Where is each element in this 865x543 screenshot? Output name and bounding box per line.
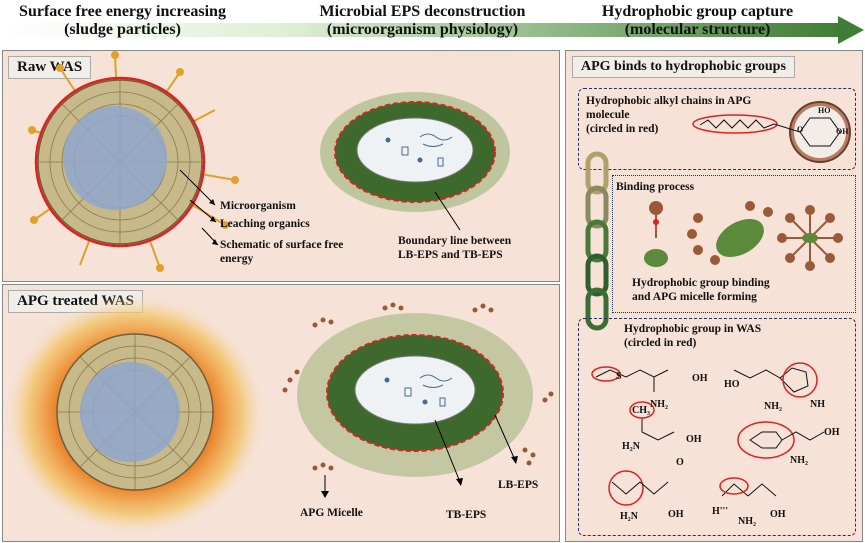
was-groups-box xyxy=(578,318,856,536)
chem-h2n-2: H₂N xyxy=(620,511,638,522)
alkyl-box-text: Hydrophobic alkyl chains in APG molecule… xyxy=(586,95,752,135)
molecule-oh: OH xyxy=(836,127,849,136)
label-microorganism: Microorganism xyxy=(220,200,296,212)
binding-title: Binding process xyxy=(616,181,695,193)
chem-ch3: CH₃ xyxy=(632,405,650,416)
apg-particle-diagram xyxy=(3,293,267,537)
raw-eps-cell xyxy=(320,92,510,231)
raw-was-title: Raw WAS xyxy=(8,56,92,79)
chem-ho-1: HO xyxy=(724,379,740,390)
label-leaching-organics: Leaching organics xyxy=(220,218,310,230)
apg-particle-core xyxy=(80,362,180,462)
molecule-o: O xyxy=(797,125,804,134)
alkyl-box xyxy=(578,88,856,170)
chem-oh-2: OH xyxy=(686,434,702,445)
apg-micelle-star xyxy=(777,205,843,271)
header-col3: Hydrophobic group capture(molecular stru… xyxy=(601,3,794,38)
chem-nh: NH xyxy=(810,399,825,410)
binding-cluster xyxy=(687,201,773,265)
particle-core xyxy=(63,106,167,210)
label-tb-eps: TB-EPS xyxy=(446,509,487,521)
chem-oh-1: OH xyxy=(692,373,708,384)
was-groups-title: Hydrophobic group in WAS(circled in red) xyxy=(624,323,762,349)
apg-molecule xyxy=(692,101,851,163)
label-lb-eps: LB-EPS xyxy=(498,479,539,491)
single-apg xyxy=(644,201,668,267)
chem-nh2-2: NH₂ xyxy=(764,401,782,412)
surface-energy-line xyxy=(34,76,206,248)
chem-oh-3: OH xyxy=(824,427,840,438)
header-col1: Surface free energy increasing(sludge pa… xyxy=(19,3,226,38)
chem-nh2-4: NH₂ xyxy=(738,516,756,527)
raw-particle-diagram xyxy=(28,51,239,272)
header-arrow xyxy=(0,16,864,44)
boundary-line xyxy=(334,101,496,203)
chem-nh2-1: NH₂ xyxy=(650,399,668,410)
label-apg-micelle: APG Micelle xyxy=(300,507,363,519)
chem-oh-5: OH xyxy=(770,509,786,520)
chem-oh-4: OH xyxy=(668,509,684,520)
apg-micelles xyxy=(282,302,554,471)
chain-icon xyxy=(585,151,609,331)
chem-h-prime: H''' xyxy=(712,506,729,517)
chem-s: S xyxy=(616,371,622,382)
chem-h2n-1: H₂N xyxy=(622,441,640,452)
chem-o-1: O xyxy=(676,457,684,468)
molecule-ho: HO xyxy=(818,106,831,115)
was-structures xyxy=(591,362,825,506)
header-col2: Microbial EPS deconstruction(microorgani… xyxy=(319,3,526,38)
apg-binding-title: APG binds to hydrophobic groups xyxy=(572,56,795,78)
binding-illustration xyxy=(644,201,843,271)
chem-nh2-3: NH₂ xyxy=(790,455,808,466)
apg-eps-cell xyxy=(282,302,554,498)
binding-box xyxy=(612,175,856,313)
